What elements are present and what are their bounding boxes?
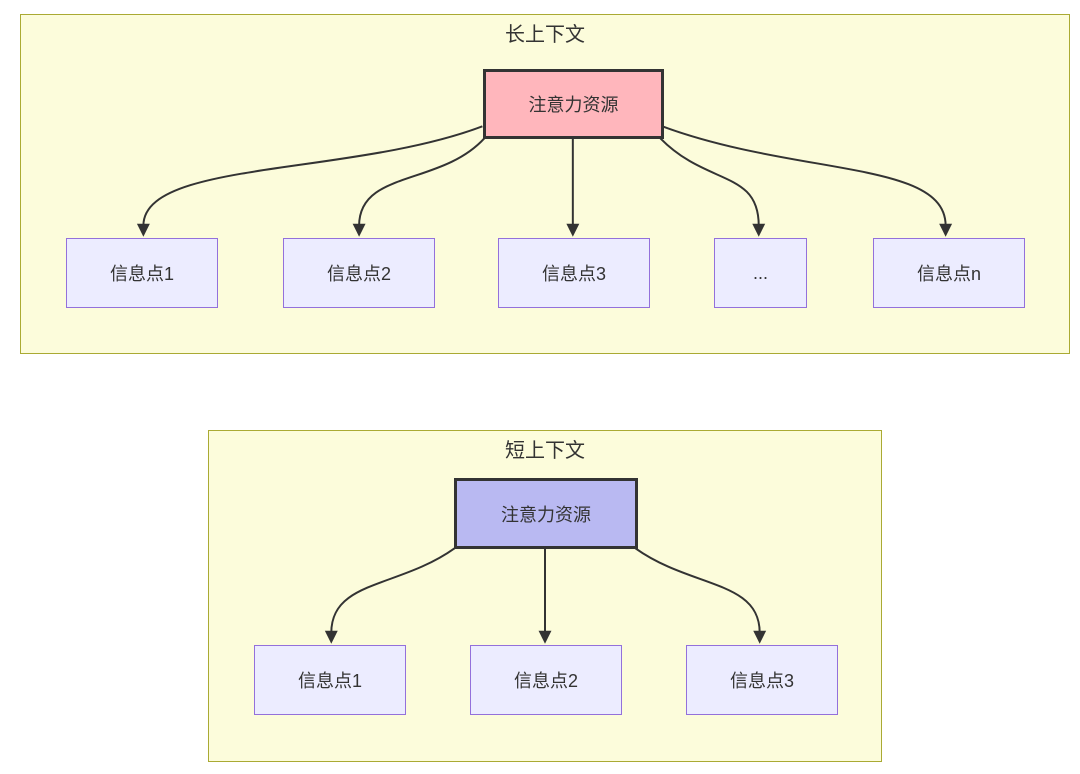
long-info-node-2: 信息点2	[283, 238, 435, 308]
short-context-edges	[324, 547, 767, 644]
edge-root-to-info1	[330, 547, 456, 633]
edge-root-to-info1	[142, 125, 483, 226]
edge-root-to-dots	[659, 137, 760, 226]
long-info-node-ellipsis: ...	[714, 238, 807, 308]
edge-root-to-info2	[358, 137, 486, 226]
arrowhead-info1	[136, 223, 150, 237]
long-context-panel: 长上下文 注意力资源 信息点1 信息点2 信息点3 ... 信息点n	[20, 14, 1070, 354]
arrowhead-infon	[939, 223, 953, 237]
arrowhead-info3	[753, 630, 767, 644]
long-info-node-1: 信息点1	[66, 238, 218, 308]
long-context-title: 长上下文	[505, 24, 585, 46]
long-info-node-3: 信息点3	[498, 238, 650, 308]
short-context-panel: 短上下文 注意力资源 信息点1 信息点2 信息点3	[208, 430, 882, 762]
arrowhead-info2	[352, 223, 366, 237]
arrowhead-info1	[324, 630, 338, 644]
arrowhead-info3	[566, 223, 580, 237]
edge-root-to-infon	[661, 125, 947, 226]
short-attention-resource-node: 注意力资源	[454, 478, 638, 549]
short-context-title: 短上下文	[505, 440, 585, 462]
long-context-edges	[136, 125, 953, 237]
arrowhead-dots	[752, 223, 766, 237]
arrowhead-info2	[538, 630, 552, 644]
edge-root-to-info3	[634, 547, 761, 633]
short-info-node-1: 信息点1	[254, 645, 406, 715]
long-attention-resource-node: 注意力资源	[483, 69, 664, 139]
long-info-node-n: 信息点n	[873, 238, 1025, 308]
short-info-node-2: 信息点2	[470, 645, 622, 715]
short-info-node-3: 信息点3	[686, 645, 838, 715]
